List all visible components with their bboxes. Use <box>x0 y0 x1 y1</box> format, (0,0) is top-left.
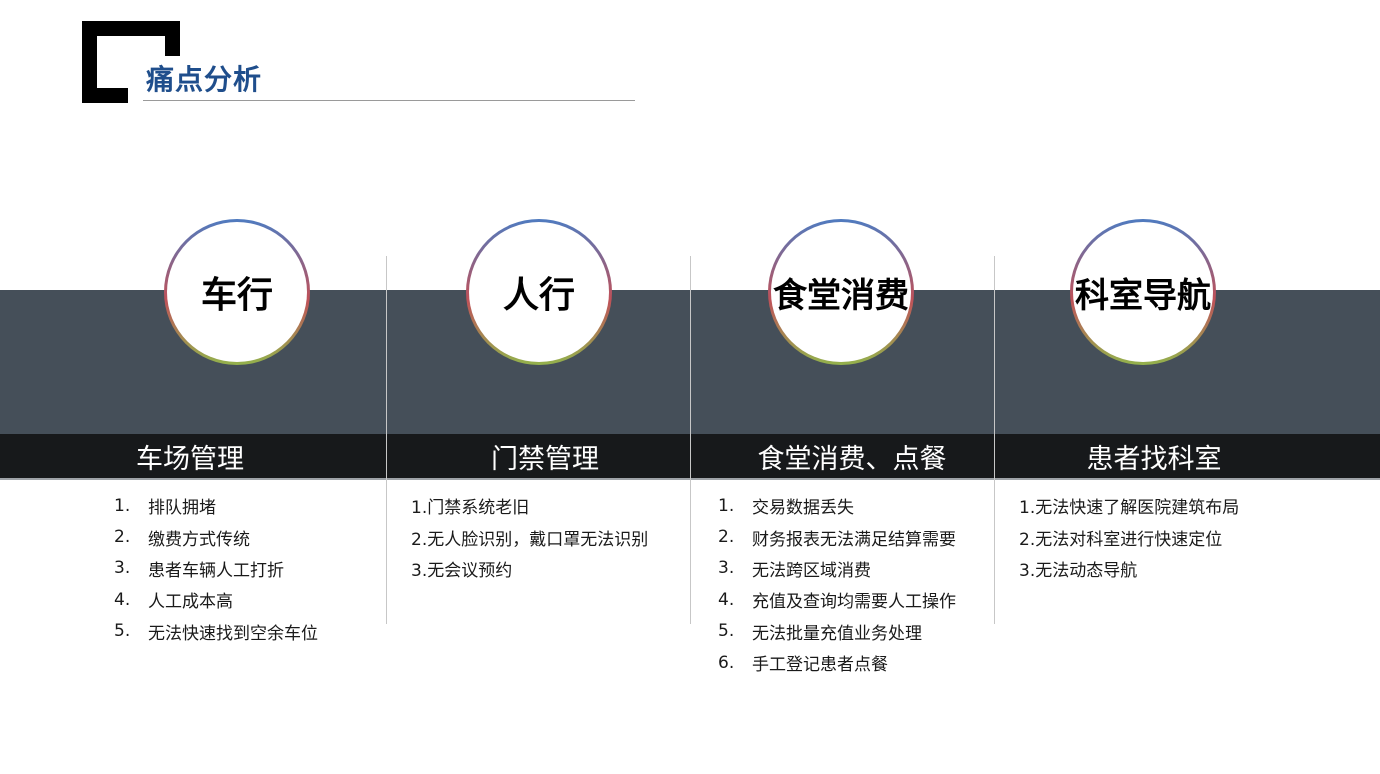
list-item: 6. 手工登记患者点餐 <box>718 647 956 678</box>
item-text: 交易数据丢失 <box>752 498 854 519</box>
item-text: 无法批量充值业务处理 <box>752 623 922 644</box>
item-text: 手工登记患者点餐 <box>752 655 888 676</box>
list-item: 2. 缴费方式传统 <box>114 521 318 552</box>
list-item: 3. 无法跨区域消费 <box>718 553 956 584</box>
pain-point-list: 1.无法快速了解医院建筑布局 2.无法对科室进行快速定位 3.无法动态导航 <box>1019 490 1239 584</box>
column-heading: 门禁管理 <box>491 443 599 475</box>
circle-label: 科室导航 <box>1073 222 1213 362</box>
corner-bracket-top <box>82 21 180 36</box>
list-item: 1. 交易数据丢失 <box>718 490 956 521</box>
list-item: 1. 排队拥堵 <box>114 490 318 521</box>
circle-badge-navigation: 科室导航 <box>1070 219 1216 365</box>
column-heading: 食堂消费、点餐 <box>757 443 947 475</box>
list-item: 1.门禁系统老旧 <box>411 498 530 519</box>
list-item: 3.无法动态导航 <box>1019 560 1138 581</box>
column-heading: 患者找科室 <box>1086 443 1222 475</box>
list-item: 3.无会议预约 <box>411 560 513 581</box>
page-title: 痛点分析 <box>146 63 263 96</box>
circle-label: 食堂消费 <box>771 222 911 362</box>
item-text: 无法跨区域消费 <box>752 560 871 581</box>
list-item: 2.无人脸识别，戴口罩无法识别 <box>411 529 649 550</box>
corner-bracket-right <box>165 21 180 56</box>
item-number: 3. <box>718 558 735 579</box>
item-number: 4. <box>718 589 735 610</box>
item-text: 充值及查询均需要人工操作 <box>752 592 956 613</box>
circle-badge-car: 车行 <box>164 219 310 365</box>
column-divider <box>386 256 387 624</box>
item-number: 1. <box>114 495 131 516</box>
list-item: 3. 患者车辆人工打折 <box>114 553 318 584</box>
circle-badge-pedestrian: 人行 <box>466 219 612 365</box>
item-text: 排队拥堵 <box>148 498 216 519</box>
item-text: 人工成本高 <box>148 592 233 613</box>
circle-label: 人行 <box>469 222 609 362</box>
item-number: 6. <box>718 652 735 673</box>
corner-bracket-bottom <box>82 88 128 103</box>
list-item: 5. 无法批量充值业务处理 <box>718 616 956 647</box>
item-number: 3. <box>114 558 131 579</box>
item-number: 1. <box>718 495 735 516</box>
list-item: 2.无法对科室进行快速定位 <box>1019 529 1223 550</box>
item-text: 财务报表无法满足结算需要 <box>752 529 956 550</box>
item-text: 患者车辆人工打折 <box>148 560 284 581</box>
list-item: 4. 充值及查询均需要人工操作 <box>718 584 956 615</box>
item-text: 无法快速找到空余车位 <box>148 623 318 644</box>
circle-label: 车行 <box>167 222 307 362</box>
list-item: 2. 财务报表无法满足结算需要 <box>718 521 956 552</box>
column-heading: 车场管理 <box>136 443 244 475</box>
item-text: 缴费方式传统 <box>148 529 250 550</box>
item-number: 2. <box>114 527 131 548</box>
title-underline <box>143 100 635 101</box>
pain-point-list: 1. 交易数据丢失 2. 财务报表无法满足结算需要 3. 无法跨区域消费 4. 充值及查… <box>718 490 956 678</box>
corner-bracket-left <box>82 21 97 103</box>
column-divider <box>994 256 995 624</box>
list-item: 5. 无法快速找到空余车位 <box>114 616 318 647</box>
list-item: 1.无法快速了解医院建筑布局 <box>1019 498 1240 519</box>
circle-badge-canteen: 食堂消费 <box>768 219 914 365</box>
column-divider <box>690 256 691 624</box>
pain-point-list: 1.门禁系统老旧 2.无人脸识别，戴口罩无法识别 3.无会议预约 <box>411 490 648 584</box>
pain-point-list: 1. 排队拥堵 2. 缴费方式传统 3. 患者车辆人工打折 4. 人工成本高 5. 无法快… <box>114 490 318 647</box>
item-number: 5. <box>114 621 131 642</box>
list-item: 4. 人工成本高 <box>114 584 318 615</box>
item-number: 2. <box>718 527 735 548</box>
item-number: 5. <box>718 621 735 642</box>
item-number: 4. <box>114 589 131 610</box>
